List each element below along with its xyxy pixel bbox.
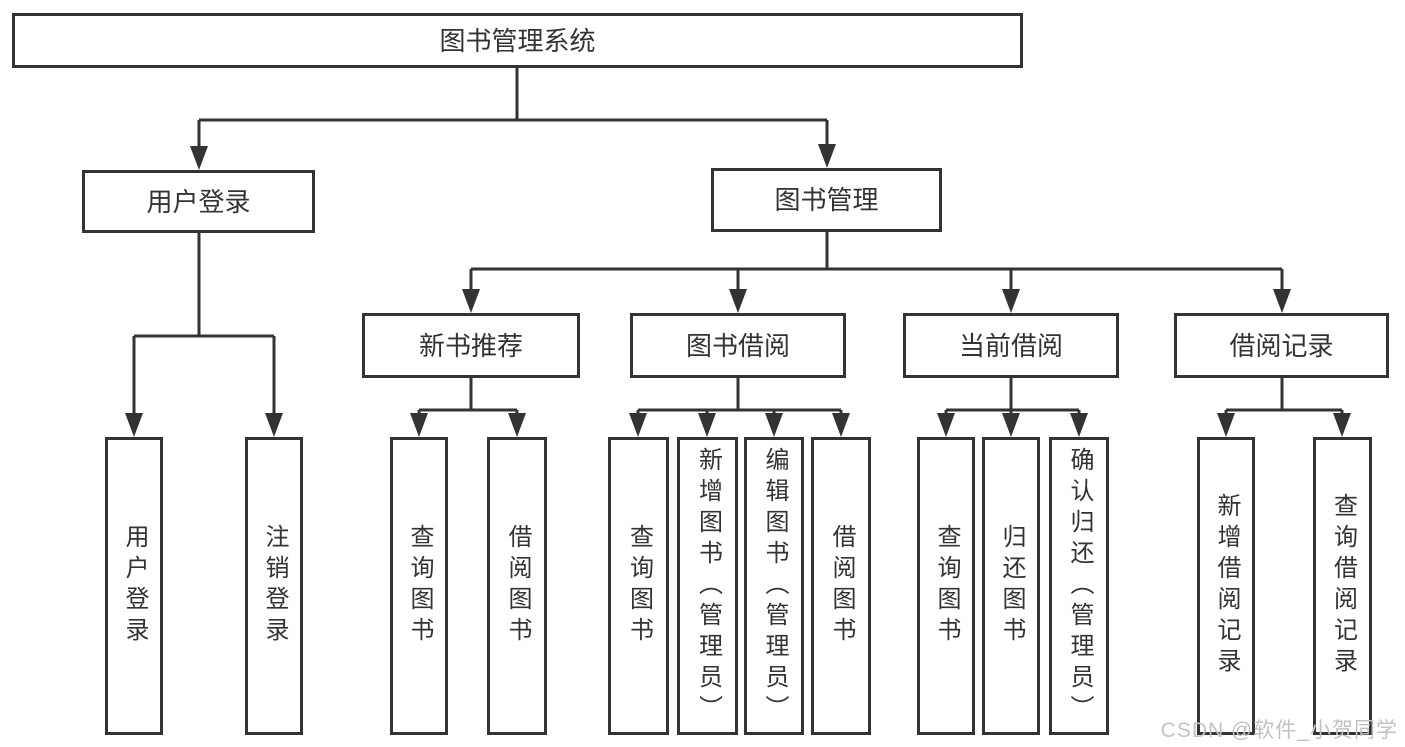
leaf-records-add-record: 新增借阅记录 [1197,437,1255,735]
leaf-borrowing-borrow-book: 借阅图书 [811,437,871,735]
node-user-login: 用户登录 [82,170,315,233]
node-root-library-system: 图书管理系统 [12,13,1023,68]
leaf-user-login: 用户登录 [105,437,163,735]
leaf-current-return-book: 归还图书 [982,437,1040,735]
node-book-borrowing: 图书借阅 [630,313,846,378]
leaf-borrowing-add-book-admin: 新增图书（管理员） [677,437,738,735]
leaf-borrowing-query-book: 查询图书 [608,437,669,735]
leaf-borrowing-edit-book-admin: 编辑图书（管理员） [744,437,804,735]
node-borrow-records: 借阅记录 [1174,313,1389,378]
csdn-watermark: CSDN @软件_小贺同学 [1160,719,1398,742]
leaf-current-confirm-return-admin: 确认归还（管理员） [1049,437,1109,735]
node-book-management: 图书管理 [711,168,942,232]
leaf-records-query-record: 查询借阅记录 [1313,437,1372,735]
leaf-recommend-borrow-book: 借阅图书 [487,437,547,735]
leaf-current-query-book: 查询图书 [917,437,975,735]
leaf-logout: 注销登录 [245,437,303,735]
leaf-recommend-query-book: 查询图书 [390,437,448,735]
node-new-book-recommend: 新书推荐 [362,313,580,378]
node-current-borrowing: 当前借阅 [903,313,1119,378]
